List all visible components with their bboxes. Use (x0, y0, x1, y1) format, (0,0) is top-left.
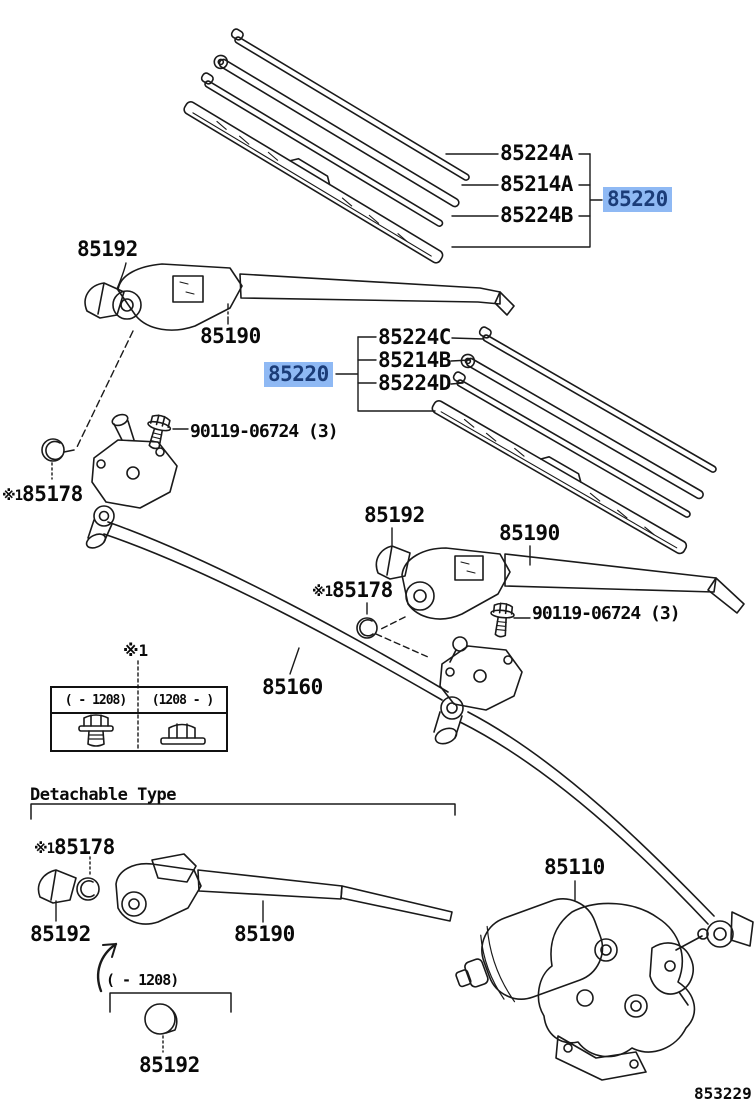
arm-1-leaders (76, 262, 229, 448)
early-cap-drawing (109, 992, 232, 1053)
part-label-85110[interactable]: 85110 (544, 855, 605, 879)
table-col-after: (1208 - ) (151, 692, 214, 708)
pivot-1-drawing (41, 412, 178, 549)
blade-set-1-drawing (183, 26, 470, 264)
part-label-85214B[interactable]: 85214B (378, 348, 451, 372)
detachable-arm-leaders (55, 856, 264, 923)
ref-mark-1: ※1 (2, 488, 23, 504)
blade-set-2-leaders (335, 336, 485, 412)
ref-mark-2: ※1 (312, 584, 333, 600)
part-label-90119-06724-2[interactable]: 90119-06724 (3) (532, 603, 681, 624)
part-label-90119-06724-1[interactable]: 90119-06724 (3) (190, 421, 339, 442)
table-col-before: ( - 1208) (64, 692, 127, 708)
part-label-85220-highlight-2[interactable]: 85220 (264, 362, 333, 387)
applicability-table: ( - 1208) (1208 - ) (50, 686, 228, 752)
wiper-motor-drawing (455, 898, 709, 1081)
part-label-85224A[interactable]: 85224A (500, 141, 573, 165)
part-number: 85178 (332, 578, 393, 602)
part-label-85192-1[interactable]: 85192 (77, 237, 138, 261)
part-label-85160[interactable]: 85160 (262, 675, 323, 699)
blade-set-2-drawing (431, 325, 717, 555)
hex-flange-bolt-icon (52, 714, 139, 748)
rotate-arrow (96, 942, 118, 993)
part-label-85220-highlight-1[interactable]: 85220 (603, 187, 672, 212)
part-label-85224D[interactable]: 85224D (378, 371, 451, 395)
pivot-1-leaders (51, 428, 189, 480)
part-label-85190-3[interactable]: 85190 (234, 922, 295, 946)
ref-mark-3: ※1 (34, 841, 55, 857)
part-number: 85178 (22, 482, 83, 506)
part-label-85192-4[interactable]: 85192 (139, 1053, 200, 1077)
part-label-85192-3[interactable]: 85192 (30, 922, 91, 946)
detachable-section-frame (30, 803, 456, 820)
part-label-85178-1[interactable]: ※185178 (2, 483, 83, 508)
detachable-arm-drawing (37, 853, 453, 925)
part-label-85192-2[interactable]: 85192 (364, 503, 425, 527)
blade-set-1-leaders (445, 153, 603, 248)
part-number: 85178 (54, 835, 115, 859)
drawing-number: 853229 (694, 1084, 752, 1103)
table-ref-mark: ※1 (123, 641, 149, 660)
pivot-2-drawing (356, 601, 523, 745)
wiper-arm-2-drawing (375, 545, 745, 620)
arm-2-leaders (391, 527, 531, 566)
washer-base-bolt-icon (139, 714, 226, 748)
part-label-85224B[interactable]: 85224B (500, 203, 573, 227)
part-label-85190-2[interactable]: 85190 (499, 521, 560, 545)
section-title-detachable-type: Detachable Type (30, 785, 177, 805)
part-label-85214A[interactable]: 85214A (500, 172, 573, 196)
part-label-85190-1[interactable]: 85190 (200, 324, 261, 348)
pivot-2-leaders (366, 602, 531, 658)
part-label-85178-2[interactable]: ※185178 (312, 579, 393, 604)
part-label-85178-3[interactable]: ※185178 (34, 836, 115, 861)
date-range-note: ( - 1208) (106, 971, 179, 989)
linkage-leader (289, 647, 300, 675)
part-label-85224C[interactable]: 85224C (378, 325, 451, 349)
wiper-arm-1-drawing (84, 263, 515, 331)
linkage-rod-drawing (103, 521, 754, 948)
